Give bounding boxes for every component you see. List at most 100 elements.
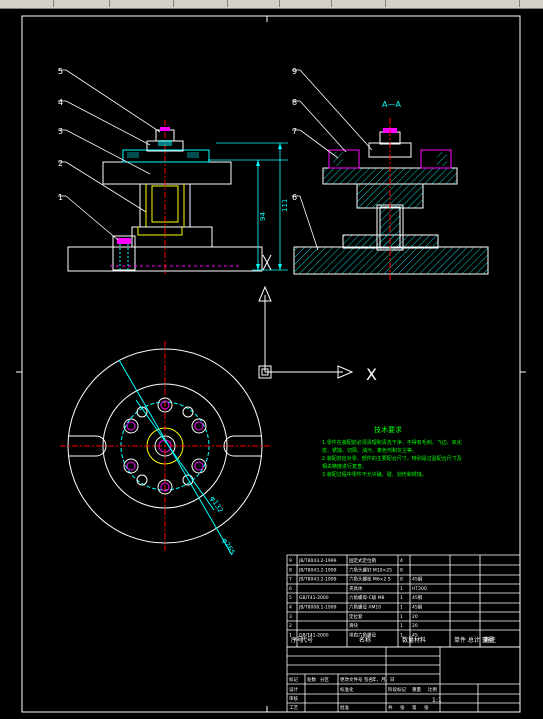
bom-table bbox=[286, 554, 521, 648]
toolbar-field[interactable] bbox=[386, 0, 520, 7]
bom-cell: 6 bbox=[289, 586, 292, 592]
title-block-label: 处数 bbox=[307, 676, 316, 683]
bom-header-cell: 序号 bbox=[291, 636, 303, 644]
title-block-label: 更改文件号 bbox=[340, 676, 363, 683]
bom-cell: JB/T8043.2-1999 bbox=[298, 577, 337, 583]
balloon-5: 5 bbox=[58, 67, 63, 76]
drawing-frame bbox=[16, 15, 526, 713]
section-label: A—A bbox=[382, 100, 401, 109]
bom-cell: 45 bbox=[412, 632, 418, 638]
toolbar-field[interactable] bbox=[280, 0, 332, 7]
toolbar-field[interactable] bbox=[332, 0, 386, 7]
bom-cell: 1 bbox=[400, 632, 403, 638]
dim-111: 111 bbox=[281, 199, 289, 212]
title-block-label: 设计 bbox=[289, 686, 298, 693]
bom-header-cell: 代号 bbox=[301, 636, 313, 644]
scroll-corner bbox=[520, 0, 543, 7]
title-block-label: 工艺 bbox=[289, 705, 298, 711]
bom-header-cell: 备注 bbox=[484, 636, 496, 644]
bom-cell: 8 bbox=[400, 567, 403, 573]
dim-94: 94 bbox=[259, 212, 267, 221]
toolbar-field[interactable] bbox=[0, 0, 54, 7]
bom-cell: 1 bbox=[400, 595, 403, 601]
title-block-label: 标准化 bbox=[340, 686, 354, 693]
ucs-icon bbox=[258, 285, 354, 379]
cad-drawing-canvas[interactable]: 1 2 3 4 5 94 111 A—A bbox=[0, 8, 543, 719]
toolbar-strip bbox=[0, 0, 543, 9]
bom-cell: 9 bbox=[289, 558, 292, 564]
title-block-label: 分区 bbox=[320, 676, 329, 683]
title-block bbox=[286, 646, 521, 713]
bom-cell: 4 bbox=[400, 558, 403, 564]
bom-cell: 5 bbox=[289, 595, 292, 601]
bom-header-cell: 数量 bbox=[402, 636, 414, 644]
title-block-label: 批准 bbox=[340, 704, 349, 711]
bom-cell: JB/T8043.2-1999 bbox=[298, 567, 337, 573]
bom-cell: 20 bbox=[412, 623, 418, 629]
balloon-2: 2 bbox=[58, 159, 63, 168]
bom-cell: 六角螺母 ΛM10 bbox=[349, 604, 381, 611]
bom-cell: HT200 bbox=[412, 586, 427, 592]
bom-cell: 六角螺母-C级 M8 bbox=[349, 594, 385, 601]
balloon-8: 8 bbox=[292, 98, 297, 107]
note-line: 皮、锈蚀、切屑、油污、着色剂和灰尘等。 bbox=[322, 447, 417, 454]
title-block-label: 张 bbox=[424, 704, 429, 711]
bom-cell: 4 bbox=[289, 605, 292, 611]
bom-cell: 固定式定位销 bbox=[349, 557, 376, 564]
bom-cell: 1 bbox=[400, 605, 403, 611]
bom-cell: 8 bbox=[289, 567, 292, 573]
toolbar-field[interactable] bbox=[54, 0, 110, 7]
front-view: 1 2 3 4 5 94 111 bbox=[58, 67, 289, 275]
bom-cell: 45钢 bbox=[412, 576, 423, 583]
bom-cell: 滑块 bbox=[349, 622, 358, 629]
section-view: A—A 6 7 8 9 bbox=[292, 67, 489, 280]
title-block-label: 重量 bbox=[412, 686, 421, 693]
title-block-label: 阶段标记 bbox=[388, 686, 406, 693]
bom-cell: 1 bbox=[400, 623, 403, 629]
bom-cell: GB/T41-2000 bbox=[299, 595, 329, 601]
bom-cell: 45钢 bbox=[412, 594, 423, 601]
bom-cell: JB/T8008.1-1999 bbox=[298, 605, 337, 611]
technical-notes: 技术要求 1.零件在装配前必须清理和清洗干净，不得有毛刺、飞边、氧化 皮、锈蚀、… bbox=[322, 425, 462, 478]
toolbar-field[interactable] bbox=[174, 0, 228, 7]
title-block-label: 比例 bbox=[428, 686, 437, 693]
bom-cell: 45钢 bbox=[412, 604, 423, 611]
title-block-label: 年、月、日 bbox=[372, 676, 395, 683]
toolbar-field[interactable] bbox=[228, 0, 280, 7]
bom-cell: 3 bbox=[289, 614, 292, 620]
title-block-text: 标记处数分区更改文件号签名年、月、日设计标准化阶段标记重量比例审核工艺批准共张第… bbox=[289, 676, 437, 711]
plan-view: φ132 φ265 bbox=[60, 341, 270, 556]
bom-cell: GB/T41-2000 bbox=[299, 632, 329, 638]
bom-cell: 带肩六角螺母 bbox=[349, 631, 376, 638]
title-block-label: 标记 bbox=[289, 676, 298, 683]
ucs-x-label: X bbox=[366, 365, 377, 384]
note-line: 1.零件在装配前必须清理和清洗干净，不得有毛刺、飞边、氧化 bbox=[322, 439, 462, 446]
balloon-7: 7 bbox=[292, 127, 297, 136]
bom-cell: 20 bbox=[412, 614, 418, 620]
toolbar-field[interactable] bbox=[110, 0, 174, 7]
title-block-label: 张 bbox=[400, 704, 405, 711]
balloon-6: 6 bbox=[292, 193, 297, 202]
balloon-9: 9 bbox=[292, 67, 297, 76]
title-block-label: 第 bbox=[412, 704, 417, 711]
bom-cell: 8 bbox=[400, 577, 403, 583]
bom-cell: 1 bbox=[289, 632, 292, 638]
bom-cell: JB/T8043.2-1999 bbox=[298, 558, 337, 564]
bom-cell: 1 bbox=[400, 614, 403, 620]
bom-cell: 1 bbox=[400, 586, 403, 592]
note-line: 相关精度进行复查。 bbox=[322, 463, 367, 470]
note-line: 2.装配前应对零、部件的主要配合尺寸，特别是过盈配合尺寸及 bbox=[322, 455, 462, 462]
bom-cell: 六角头螺栓 M6×2.5 bbox=[349, 576, 391, 583]
bom-cell: 夹具体 bbox=[349, 585, 363, 592]
bom-header-cell: 材料 bbox=[414, 636, 426, 644]
balloon-1: 1 bbox=[58, 193, 63, 202]
title-block-label: 审核 bbox=[289, 695, 298, 702]
balloon-3: 3 bbox=[58, 127, 63, 136]
dim-265: φ265 bbox=[220, 537, 236, 556]
bom-cell: 定位套 bbox=[349, 613, 363, 620]
bom-cell: 2 bbox=[289, 623, 292, 629]
bom-cell: 六角头螺钉 M10×25 bbox=[349, 566, 392, 573]
scale-value: 1:1 bbox=[432, 697, 442, 704]
note-line: 3.装配过程中零件不允许磕、碰、划伤和锈蚀。 bbox=[322, 471, 427, 478]
